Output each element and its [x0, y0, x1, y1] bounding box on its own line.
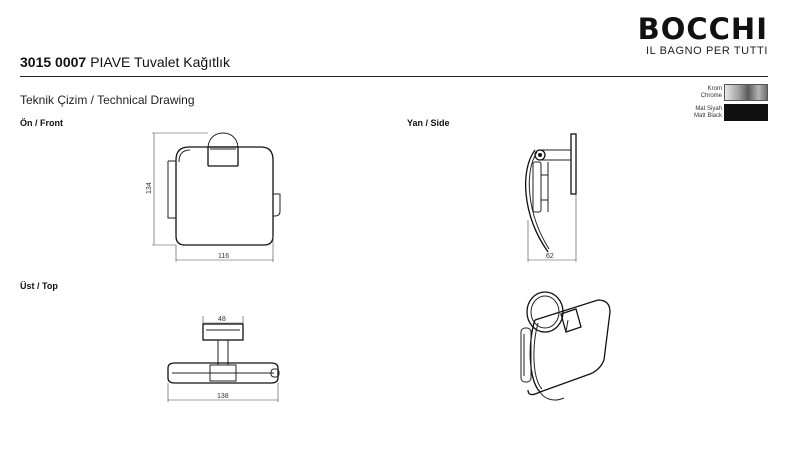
- dim-top-width: 138: [217, 393, 229, 400]
- matt-black-swatch: [724, 104, 768, 121]
- header-divider: [20, 76, 768, 77]
- finish-chrome-tr: Krom: [707, 85, 722, 92]
- front-view-drawing: 134 116: [146, 132, 281, 262]
- dim-top-base: 48: [218, 316, 226, 323]
- finish-swatches: Krom Chrome Mat Siyah Matt Black: [668, 84, 768, 124]
- finish-chrome-en: Chrome: [700, 92, 722, 99]
- top-view-drawing: 48 138: [167, 316, 280, 402]
- dim-front-height: 134: [146, 182, 153, 194]
- top-view-label: Üst / Top: [20, 281, 58, 291]
- finish-chrome: Krom Chrome: [668, 84, 768, 101]
- finish-black-en: Matt Black: [693, 112, 722, 119]
- section-title: Teknik Çizim / Technical Drawing: [20, 93, 195, 107]
- product-code: 3015 0007: [20, 54, 87, 70]
- side-view-drawing: 62: [525, 133, 577, 262]
- front-view-label: Ön / Front: [20, 118, 63, 128]
- dim-front-width: 116: [218, 253, 229, 260]
- chrome-swatch: [724, 84, 768, 101]
- finish-black-tr: Mat Siyah: [695, 105, 722, 112]
- dim-side-depth: 62: [546, 253, 554, 260]
- brand-logo: BOCCHI IL BAGNO PER TUTTI: [638, 14, 768, 57]
- side-view-label: Yan / Side: [407, 118, 450, 128]
- brand-name: BOCCHI: [637, 12, 768, 46]
- perspective-view-drawing: [520, 291, 611, 401]
- finish-matt-black: Mat Siyah Matt Black: [668, 104, 768, 121]
- product-name: PIAVE Tuvalet Kağıtlık: [90, 54, 230, 70]
- brand-tagline: IL BAGNO PER TUTTI: [645, 45, 768, 57]
